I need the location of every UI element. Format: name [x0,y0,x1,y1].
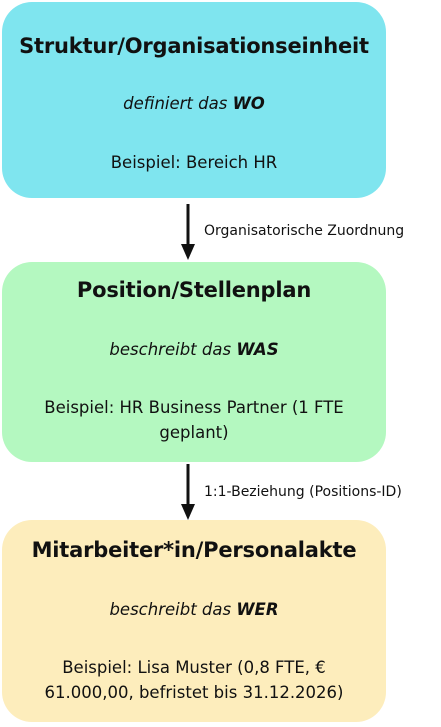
node-example: Beispiel: Bereich HR [110,153,278,172]
node-subtitle-prefix: definiert das [123,94,228,113]
down-arrow-icon [181,204,195,260]
edge-label: 1:1-Beziehung (Positions-ID) [204,484,402,500]
node-title: Position/Stellenplan [76,278,312,302]
edge-label: Organisatorische Zuordnung [204,223,405,239]
node-subtitle-emphasis: WER [236,600,279,619]
node-employee-record: Mitarbeiter*in/Personalakte beschreibt d… [2,520,386,722]
node-title: Mitarbeiter*in/Personalakte [31,538,357,562]
node-subtitle-prefix: beschreibt das [109,600,232,619]
node-example: Beispiel: Lisa Muster (0,8 FTE, € 61.000… [44,658,344,702]
node-subtitle: beschreibt das WAS [2,340,386,359]
node-subtitle: beschreibt das WER [2,600,386,619]
node-example: Beispiel: HR Business Partner (1 FTE gep… [44,398,344,442]
node-subtitle-emphasis: WAS [236,340,279,359]
down-arrow-icon [181,464,195,520]
node-organizational-unit: Struktur/Organisationseinheit definiert … [2,2,386,198]
node-subtitle-prefix: beschreibt das [109,340,232,359]
node-position: Position/Stellenplan beschreibt das WAS … [2,262,386,462]
node-subtitle-emphasis: WO [232,94,265,113]
node-subtitle: definiert das WO [2,94,386,113]
node-title: Struktur/Organisationseinheit [19,34,369,58]
